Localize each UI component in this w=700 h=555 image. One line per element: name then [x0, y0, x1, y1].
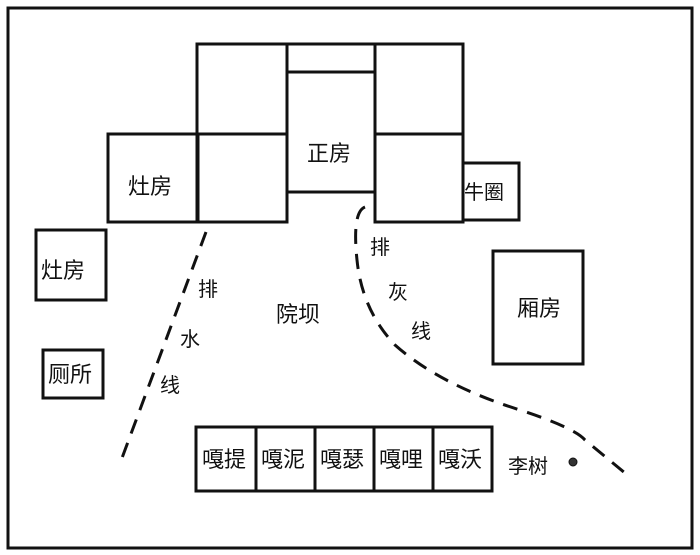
label-cattle-pen: 牛圈 [464, 180, 504, 204]
label-bottom-room-2: 嘎泥 [261, 448, 306, 473]
center-right-room [373, 132, 465, 224]
bottom-row-frame [194, 425, 494, 493]
label-bottom-room-4: 嘎哩 [379, 448, 424, 473]
kitchen-side-room [34, 228, 108, 302]
label-drain-ash-3: 线 [411, 319, 431, 343]
label-plum-tree: 李树 [508, 454, 548, 478]
label-courtyard: 院坝 [276, 303, 321, 328]
main-house-room [285, 70, 377, 194]
center-left-room [195, 132, 289, 224]
label-drain-water-2: 水 [180, 327, 200, 351]
label-toilet: 厕所 [48, 363, 93, 388]
label-kitchen-main: 灶房 [128, 175, 173, 200]
upper-left-room [195, 42, 289, 136]
label-bottom-room-5: 嘎沃 [438, 448, 483, 473]
label-kitchen-side: 灶房 [41, 259, 86, 284]
label-bottom-room-1: 嘎提 [202, 448, 247, 473]
outer-frame [6, 6, 694, 550]
label-drain-water-3: 线 [160, 373, 180, 397]
label-drain-water-1: 排 [198, 277, 218, 301]
upper-right-room [373, 42, 465, 136]
cattle-pen-room [461, 161, 521, 222]
label-wing-room: 厢房 [517, 297, 562, 322]
label-drain-ash-2: 灰 [388, 280, 408, 304]
label-bottom-room-3: 嘎瑟 [320, 448, 365, 473]
tree-marker-icon [568, 457, 578, 467]
label-drain-ash-1: 排 [370, 235, 390, 259]
wing-room [491, 249, 585, 366]
drain-water-line [120, 231, 208, 459]
drain-ash-line [354, 205, 626, 475]
toilet-room [41, 348, 105, 400]
label-main-house: 正房 [307, 142, 352, 167]
